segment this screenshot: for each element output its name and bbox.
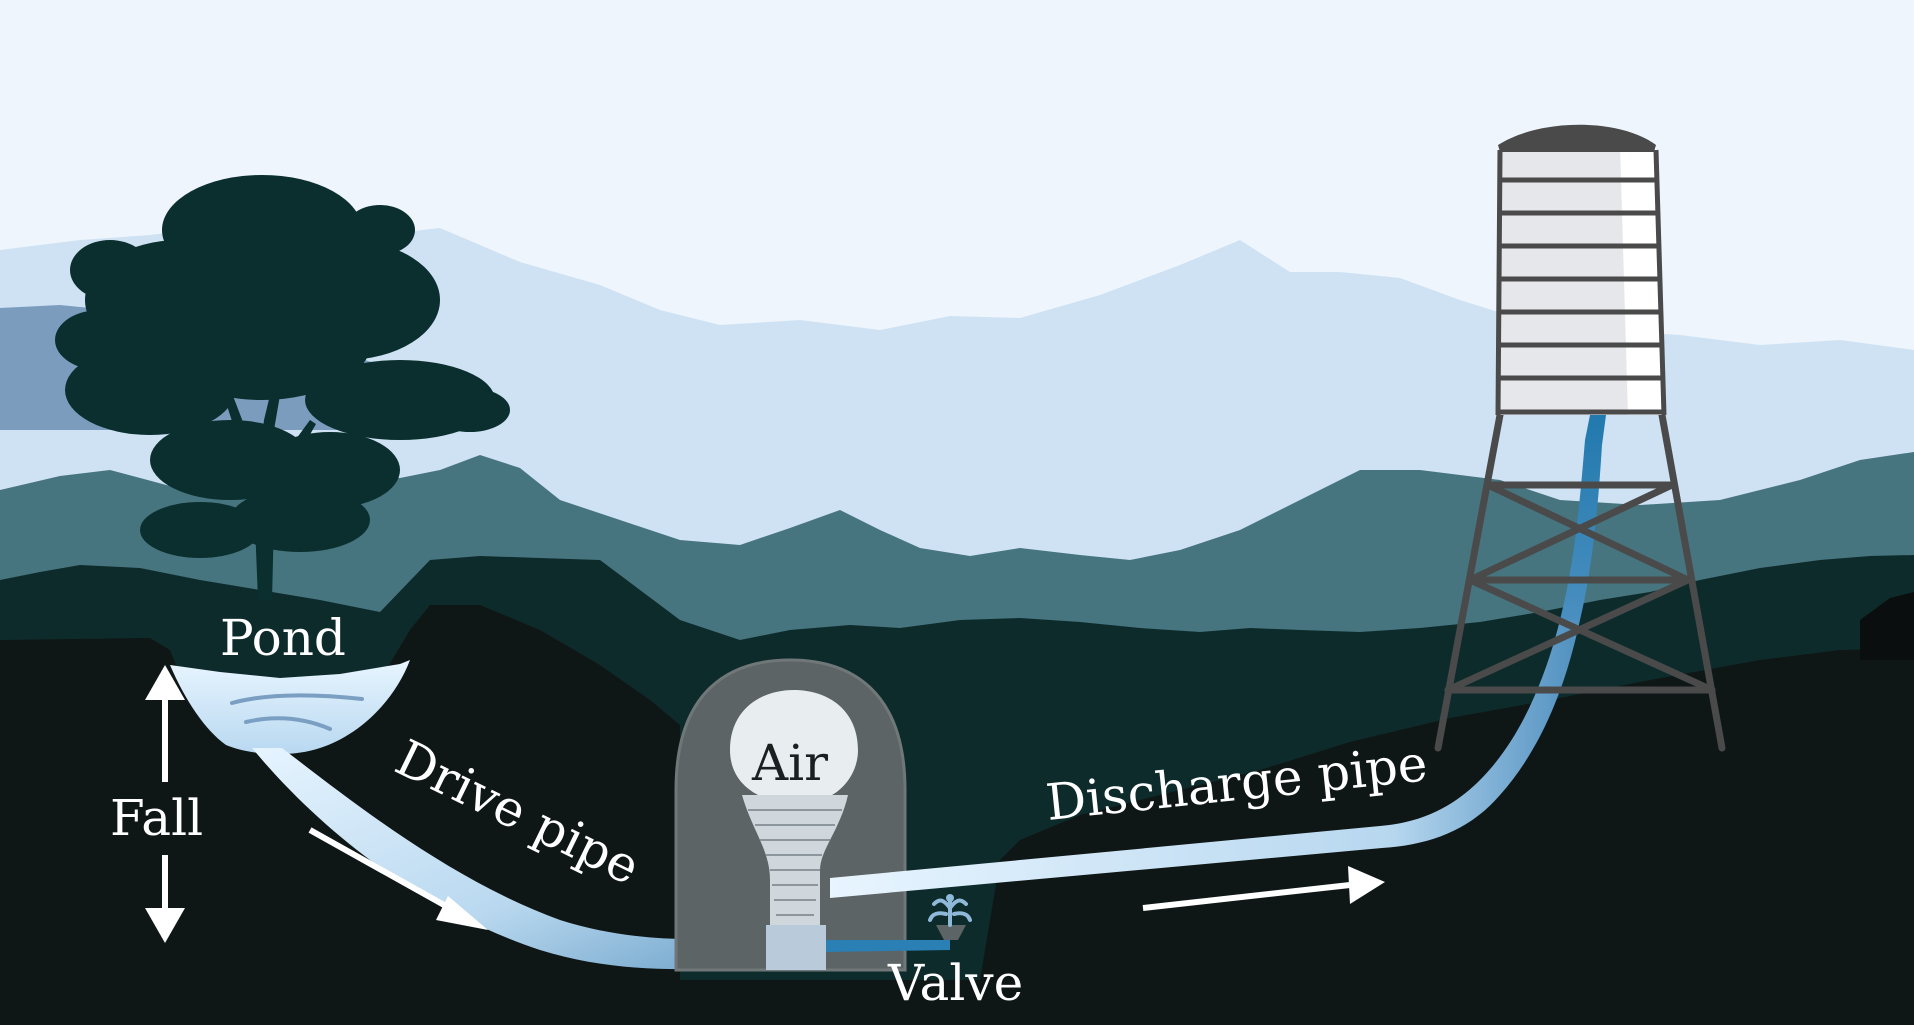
discharge-pipe [830,620,1580,898]
water-tank [1495,124,1667,416]
pond-ripple-2 [244,716,332,731]
waste-valve-fountain [928,894,972,940]
valve-label: Valve [887,954,1023,1012]
fall-label: Fall [110,789,203,847]
fall-arrow-down [145,855,185,943]
pond-water [170,660,410,755]
drive-flow-arrow [308,827,488,930]
water-tower-frame [1434,411,1726,752]
pond-ripple-1 [230,693,364,705]
riser-pipe [1560,415,1606,620]
pump-base [766,925,826,970]
fall-arrow-up [145,665,185,782]
discharge-flow-arrow [1142,866,1385,911]
valve-pipe [826,940,950,952]
tree [55,175,510,600]
water-level-lines [748,809,842,931]
pond-label: Pond [220,609,346,667]
ground-dark-patch [1860,592,1914,660]
air-label: Air [751,734,828,792]
air-chamber-water [742,795,848,965]
